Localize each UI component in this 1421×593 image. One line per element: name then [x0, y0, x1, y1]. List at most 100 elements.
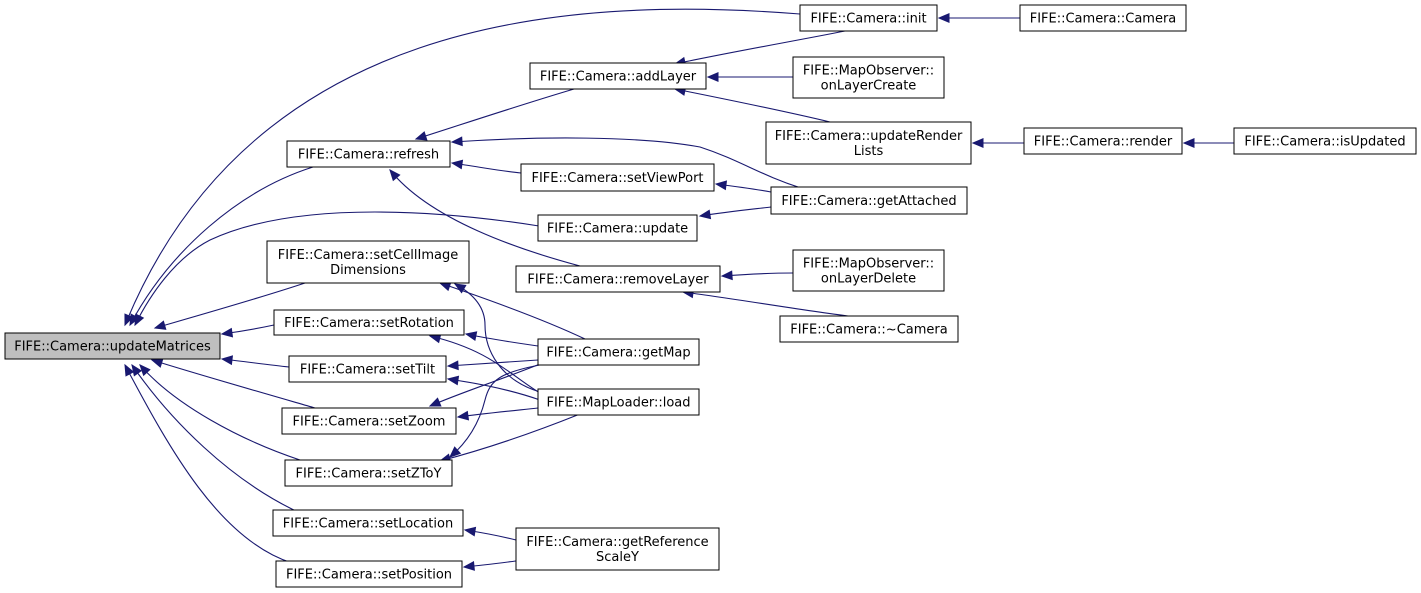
- arrow-head: [220, 327, 234, 338]
- edge-line: [457, 407, 539, 418]
- arrow-head: [456, 410, 470, 421]
- node-box[interactable]: [520, 163, 715, 192]
- node-label: FIFE::Camera::isUpdated: [1244, 135, 1405, 150]
- node-label: FIFE::MapObserver::: [803, 64, 934, 79]
- node-setPosition[interactable]: FIFE::Camera::setPosition: [275, 560, 463, 588]
- node-setViewPort[interactable]: FIFE::Camera::setViewPort: [520, 163, 715, 192]
- node-onLayerCreate[interactable]: FIFE::MapObserver::onLayerCreate: [792, 56, 945, 99]
- edge-line: [389, 169, 581, 267]
- node-label: FIFE::Camera::removeLayer: [527, 273, 709, 288]
- node-box[interactable]: [266, 240, 470, 284]
- edge-line: [454, 283, 541, 393]
- node-label: FIFE::Camera::getAttached: [781, 194, 956, 209]
- node-setZToY[interactable]: FIFE::Camera::setZToY: [284, 459, 453, 487]
- edge-setCellImageDimensions-to-updateMatrices: [153, 282, 306, 330]
- node-refresh[interactable]: FIFE::Camera::refresh: [286, 140, 451, 168]
- node-box[interactable]: [799, 4, 938, 32]
- edge-line: [449, 363, 546, 458]
- node-isUpdated[interactable]: FIFE::Camera::isUpdated: [1233, 127, 1417, 155]
- node-box[interactable]: [1019, 4, 1187, 32]
- node-setTilt[interactable]: FIFE::Camera::setTilt: [288, 355, 447, 383]
- node-updateMatrices[interactable]: FIFE::Camera::updateMatrices: [4, 332, 221, 360]
- node-removeLayer[interactable]: FIFE::Camera::removeLayer: [515, 265, 721, 293]
- arrow-head: [131, 363, 143, 377]
- node-getAttached[interactable]: FIFE::Camera::getAttached: [770, 186, 968, 215]
- node-label: FIFE::Camera::setLocation: [283, 517, 453, 532]
- arrow-head: [971, 138, 984, 148]
- edge-removeLayer-to-refresh: [389, 169, 581, 267]
- node-box[interactable]: [537, 338, 700, 366]
- node-label: FIFE::Camera::init: [810, 12, 926, 27]
- node-label: FIFE::Camera::setRotation: [284, 316, 454, 331]
- node-label: FIFE::Camera::addLayer: [540, 70, 697, 85]
- edge-getMap-to-setRotation: [464, 331, 539, 347]
- edge-line: [131, 364, 299, 513]
- node-label: FIFE::Camera::Camera: [1030, 12, 1177, 27]
- node-label: FIFE::Camera::getReference: [526, 535, 708, 550]
- node-box[interactable]: [765, 121, 972, 165]
- node-destructor[interactable]: FIFE::Camera::~Camera: [779, 315, 959, 343]
- node-label: onLayerCreate: [821, 79, 917, 94]
- arrow-head: [453, 283, 467, 294]
- edge-load-to-setZToY: [438, 413, 581, 464]
- edge-getMap-to-setTilt: [446, 359, 539, 371]
- edge-getAttached-to-update: [698, 206, 772, 220]
- node-box[interactable]: [275, 560, 463, 588]
- node-box[interactable]: [4, 332, 221, 360]
- edge-setLocation-to-updateMatrices: [131, 363, 299, 513]
- node-box[interactable]: [515, 527, 720, 571]
- node-box[interactable]: [281, 407, 457, 435]
- arrow-head: [150, 358, 164, 368]
- node-setZoom[interactable]: FIFE::Camera::setZoom: [281, 407, 457, 435]
- edge-destructor-to-removeLayer: [681, 288, 849, 317]
- node-label: FIFE::Camera::setCellImage: [278, 248, 458, 263]
- node-box[interactable]: [537, 214, 698, 242]
- arrow-head: [463, 526, 477, 537]
- node-box[interactable]: [537, 388, 700, 416]
- node-load[interactable]: FIFE::MapLoader::load: [537, 388, 700, 416]
- node-init[interactable]: FIFE::Camera::init: [799, 4, 938, 32]
- arrow-head: [446, 375, 460, 386]
- node-addLayer[interactable]: FIFE::Camera::addLayer: [529, 62, 707, 90]
- node-label: FIFE::Camera::setZToY: [296, 467, 442, 482]
- edge-line: [447, 378, 541, 401]
- node-getMap[interactable]: FIFE::Camera::getMap: [537, 338, 700, 366]
- node-box[interactable]: [792, 56, 945, 99]
- node-box[interactable]: [288, 355, 447, 383]
- edge-Camera-to-init: [937, 13, 1020, 23]
- edge-load-to-setCellImageDimensions: [453, 283, 541, 393]
- edge-line: [154, 282, 306, 329]
- node-box[interactable]: [515, 265, 721, 293]
- node-onLayerDelete[interactable]: FIFE::MapObserver::onLayerDelete: [792, 249, 945, 292]
- node-update[interactable]: FIFE::Camera::update: [537, 214, 698, 242]
- node-label: FIFE::Camera::setPosition: [286, 568, 452, 583]
- node-box[interactable]: [1233, 127, 1417, 155]
- edge-setTilt-to-updateMatrices: [220, 355, 290, 368]
- node-box[interactable]: [286, 140, 451, 168]
- edge-onLayerDelete-to-removeLayer: [720, 270, 794, 281]
- edge-load-to-setZoom: [456, 407, 539, 421]
- node-box[interactable]: [529, 62, 707, 90]
- edge-line: [439, 413, 581, 462]
- arrow-head: [450, 159, 464, 170]
- arrow-head: [937, 13, 950, 23]
- edge-setZToY-to-updateMatrices: [139, 364, 301, 461]
- node-box[interactable]: [284, 459, 453, 487]
- node-render[interactable]: FIFE::Camera::render: [1023, 127, 1183, 155]
- edge-getMap-to-setZToY: [449, 363, 546, 458]
- node-box[interactable]: [273, 309, 465, 336]
- node-setLocation[interactable]: FIFE::Camera::setLocation: [272, 509, 464, 537]
- node-box[interactable]: [1023, 127, 1183, 155]
- node-box[interactable]: [779, 315, 959, 343]
- edge-getMap-to-setZoom: [428, 363, 541, 407]
- node-box[interactable]: [770, 186, 968, 215]
- node-setRotation[interactable]: FIFE::Camera::setRotation: [273, 309, 465, 336]
- node-box[interactable]: [272, 509, 464, 537]
- arrow-head: [389, 169, 401, 182]
- node-Camera[interactable]: FIFE::Camera::Camera: [1019, 4, 1187, 32]
- node-label: ScaleY: [596, 550, 639, 565]
- node-box[interactable]: [792, 249, 945, 292]
